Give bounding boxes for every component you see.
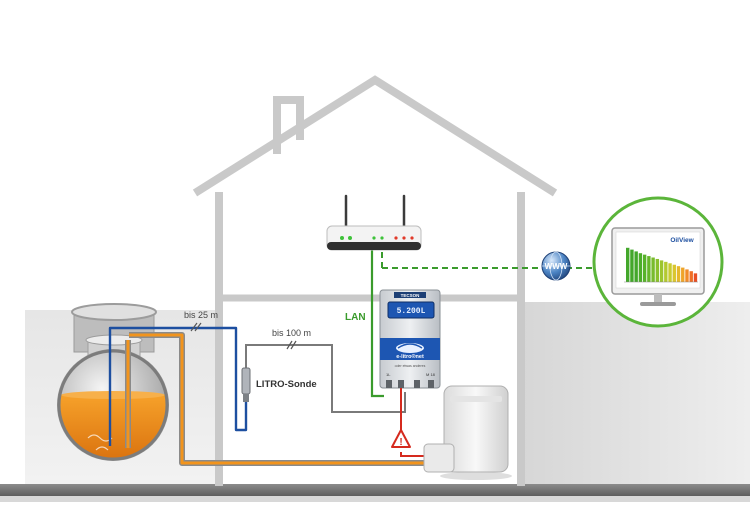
soil-right [520,302,750,485]
globe-label: WWW [545,262,568,271]
lan-label: LAN [345,312,366,323]
chart-bar [651,257,655,282]
ground-shadow [0,496,750,502]
device-unit: TECSON 5.200L e-litro®net oder etwas and… [379,289,441,389]
chart-bar [647,256,651,282]
chart-bar [689,271,693,282]
internet-link [381,252,612,269]
lan-cable [370,248,384,398]
boiler-icon [423,385,512,480]
house-outline [192,75,558,486]
chart-bar [642,254,647,282]
monitor-icon: OilView [592,196,724,328]
globe-icon: WWW [541,251,571,281]
svg-text:!: ! [399,437,402,448]
sensor-cable [108,322,248,446]
chart-bar [630,249,634,282]
device-left-mark: 1L [386,372,391,377]
oil-pipe [125,332,425,466]
device-display: 5.200L [397,307,426,316]
chart-bar [626,247,630,282]
chart-bar [681,267,685,282]
chart-bar [655,258,660,282]
chart-bar [672,264,676,282]
distance-label-100m: bis 100 m [272,328,311,338]
chart-bar [664,261,668,282]
chart-bar [676,266,681,282]
device-brand: TECSON [401,293,420,298]
distance-label-25m: bis 25 m [184,310,218,320]
ground-line [0,484,750,496]
chart-bar [634,251,638,282]
warning-icon: ! [391,429,411,448]
chart-bar [638,253,643,282]
tank-icon [57,303,169,461]
router-icon [326,194,422,251]
power-line [400,388,432,457]
sensor-label: LITRO-Sonde [256,379,317,390]
device-logo: e-litro®net [396,353,424,360]
oilview-chart [624,247,698,283]
chart-bar [668,263,672,282]
chart-bar [693,273,698,282]
probe-cable [245,340,406,413]
sensor-probe-icon [241,367,251,402]
chart-bar [659,260,664,282]
device-right-mark: M 18 [426,372,436,377]
chart-bar [685,269,689,282]
device-tagline: oder etwas anderes [395,364,426,368]
monitor-app-name: OilView [670,237,694,244]
